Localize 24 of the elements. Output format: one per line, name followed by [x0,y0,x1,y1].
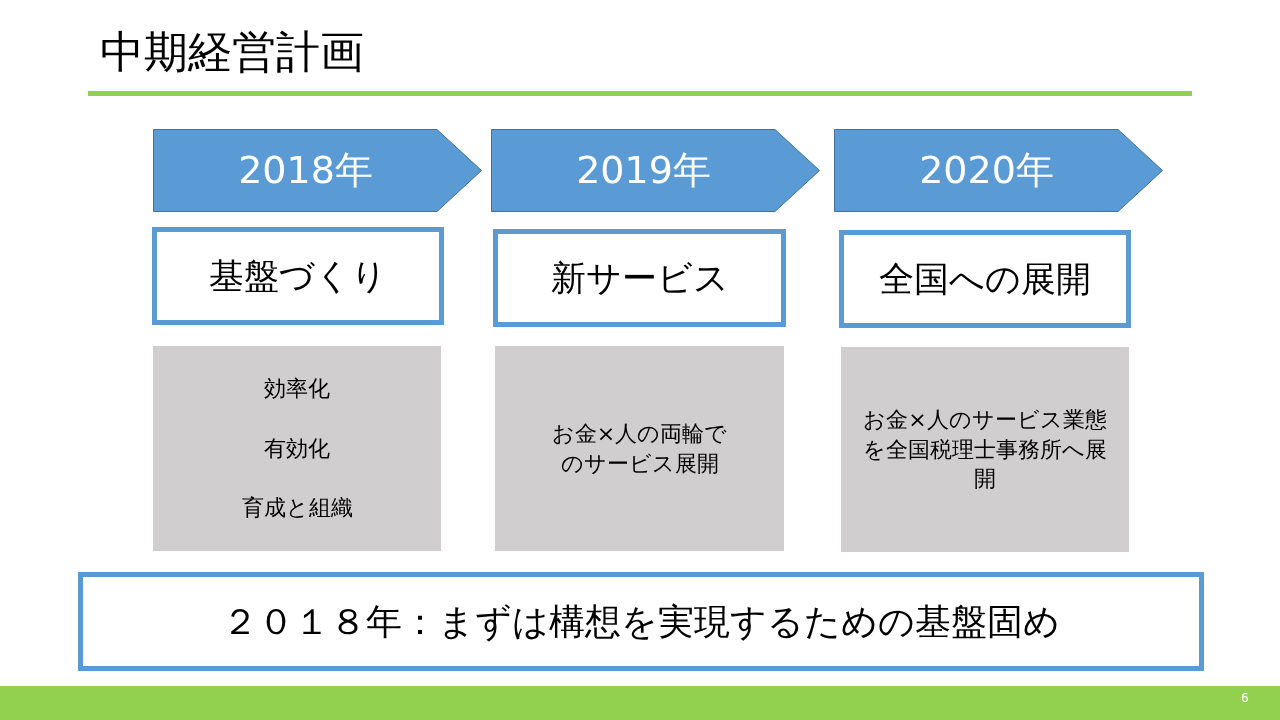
page-number: 6 [1241,692,1249,704]
stage-title: 基盤づくり [209,255,387,297]
detail-text: 有効化 [264,434,330,463]
slide-title: 中期経営計画 [100,26,364,79]
stage-box [839,230,1131,328]
summary-text: ２０１８年：まずは構想を実現するための基盤固め [222,599,1060,644]
summary-box [78,572,1204,671]
year-banner [834,129,1163,212]
detail-panel [495,346,784,551]
detail-text: お金×人のサービス業態を全国税理士事務所へ展開 [862,405,1108,494]
stage-box [493,229,786,327]
year-label: 2019年 [576,147,711,194]
stage-box [152,227,444,325]
stage-title: 新サービス [550,257,729,299]
year-banner [491,129,820,212]
detail-panel [841,347,1129,552]
detail-text: お金×人の両輪でのサービス展開 [550,419,729,478]
stage-title: 全国への展開 [879,258,1091,300]
year-banner [153,129,482,212]
detail-text: 育成と組織 [241,494,353,523]
year-label: 2018年 [238,147,373,194]
detail-text: 効率化 [264,374,330,403]
year-label: 2020年 [919,147,1054,194]
detail-panel [153,346,441,551]
